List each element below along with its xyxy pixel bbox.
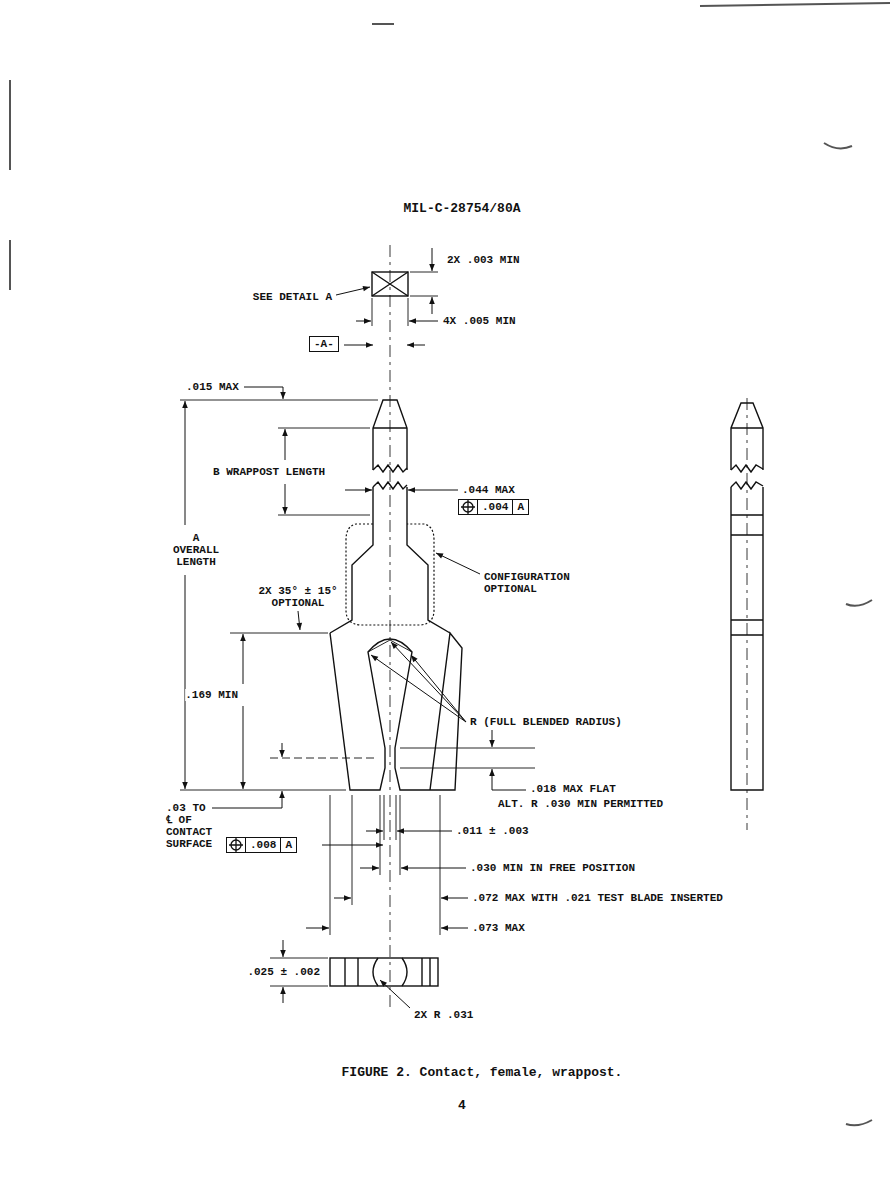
scan-mark [9,80,11,290]
position-symbol [461,500,475,514]
contact-centerline [270,758,378,759]
feature-control-frame: .008A [226,837,297,853]
position-symbol [228,838,244,852]
datum-arrow [344,345,373,346]
dimension-line [409,321,438,322]
dimension: 2X .003 MIN [447,254,520,266]
side-view-tip [731,403,763,470]
end-view [330,958,438,986]
dimension-line [397,831,452,832]
dimension: .025 ± .002 [247,966,320,978]
datum-feature-symbol: -A- [309,336,339,352]
dimension-line [366,831,383,832]
blend-line [368,640,412,652]
feature-control-frame: .004A [458,499,529,515]
contact-body [330,487,450,633]
position-symbol [229,838,243,852]
dimension-line [492,730,493,747]
figure-caption: FIGURE 2. Contact, female, wrappost. [342,1065,623,1080]
dimension: .03 TO ℄ OF CONTACT SURFACE [166,802,212,850]
leader-line [244,387,283,399]
dimension-line [185,401,186,525]
dimension-line [285,484,286,514]
optional-configuration [346,524,434,625]
spring-fork [330,633,462,790]
dimension: 4X .005 MIN [443,315,516,327]
side-view [731,487,763,790]
dimension: .044 MAX [462,484,515,496]
frame-cell: A [280,838,296,852]
wrappost-tip [373,400,407,470]
dimension: .015 MAX [186,381,239,393]
dimension: .169 MIN [185,689,238,701]
dimension-line [432,297,433,314]
dimension-line [408,490,458,491]
scan-mark [824,143,852,148]
scan-mark [372,3,890,24]
dimension: .030 MIN IN FREE POSITION [470,862,635,874]
dimension-line [212,791,282,808]
scan-mark [846,1120,872,1125]
dimension-line [306,928,329,929]
dimension: .011 ± .003 [456,825,529,837]
note: SEE DETAIL A [253,291,332,303]
scan-mark [846,600,872,606]
dimension-line [345,490,372,491]
dimension-line [441,898,468,899]
position-symbol [460,500,476,514]
note: 2X 35° ± 15° OPTIONAL [255,585,341,609]
position-arrow [322,845,383,846]
break-line [731,465,763,489]
dimension-line [334,898,351,899]
leader-line [380,980,410,1008]
detail-cross [372,272,408,296]
dimension-line [283,940,284,957]
leader-line [411,655,466,722]
note: CONFIGURATION OPTIONAL [484,571,576,595]
frame-cell: .004 [477,500,512,514]
leader-line [436,553,480,574]
dimension-line [243,706,244,789]
leader-line [336,287,370,295]
dimension-line [282,743,283,757]
leader-line [391,642,466,722]
dimension-line [185,575,186,789]
frame-cell: -A- [310,337,338,351]
datum-arrow [407,345,425,346]
frame-cell: .008 [245,838,280,852]
dimension: 2X R .031 [414,1009,473,1021]
end-view-detail [345,958,430,986]
note: ALT. R .030 MIN PERMITTED [498,798,663,810]
dimension-line [492,769,526,790]
frame-cell: A [512,500,528,514]
extension-line [180,272,535,986]
dimension: .073 MAX [472,922,525,934]
dimension-line [432,248,433,271]
dimension-line [401,868,466,869]
dimension: B WRAPPOST LENGTH [213,466,325,478]
center-line [390,245,391,1012]
dimension-line [360,868,379,869]
dimension: .018 MAX FLAT [530,783,616,795]
dimension-line [285,429,286,460]
break-line [373,465,407,489]
page-number: 4 [458,1098,466,1113]
center-line [747,398,748,830]
dimension-line [441,928,468,929]
dimension-line [356,321,371,322]
dimension-line [283,987,284,1003]
leader-line [298,611,300,630]
spec-number: MIL-C-28754/80A [403,201,520,216]
note: R (FULL BLENDED RADIUS) [470,716,622,728]
detail-box [372,272,408,296]
leader-line [371,655,466,722]
dimension-line [243,634,244,684]
dimension: A OVERALL LENGTH [170,532,223,568]
dimension: .072 MAX WITH .021 TEST BLADE INSERTED [472,892,723,904]
